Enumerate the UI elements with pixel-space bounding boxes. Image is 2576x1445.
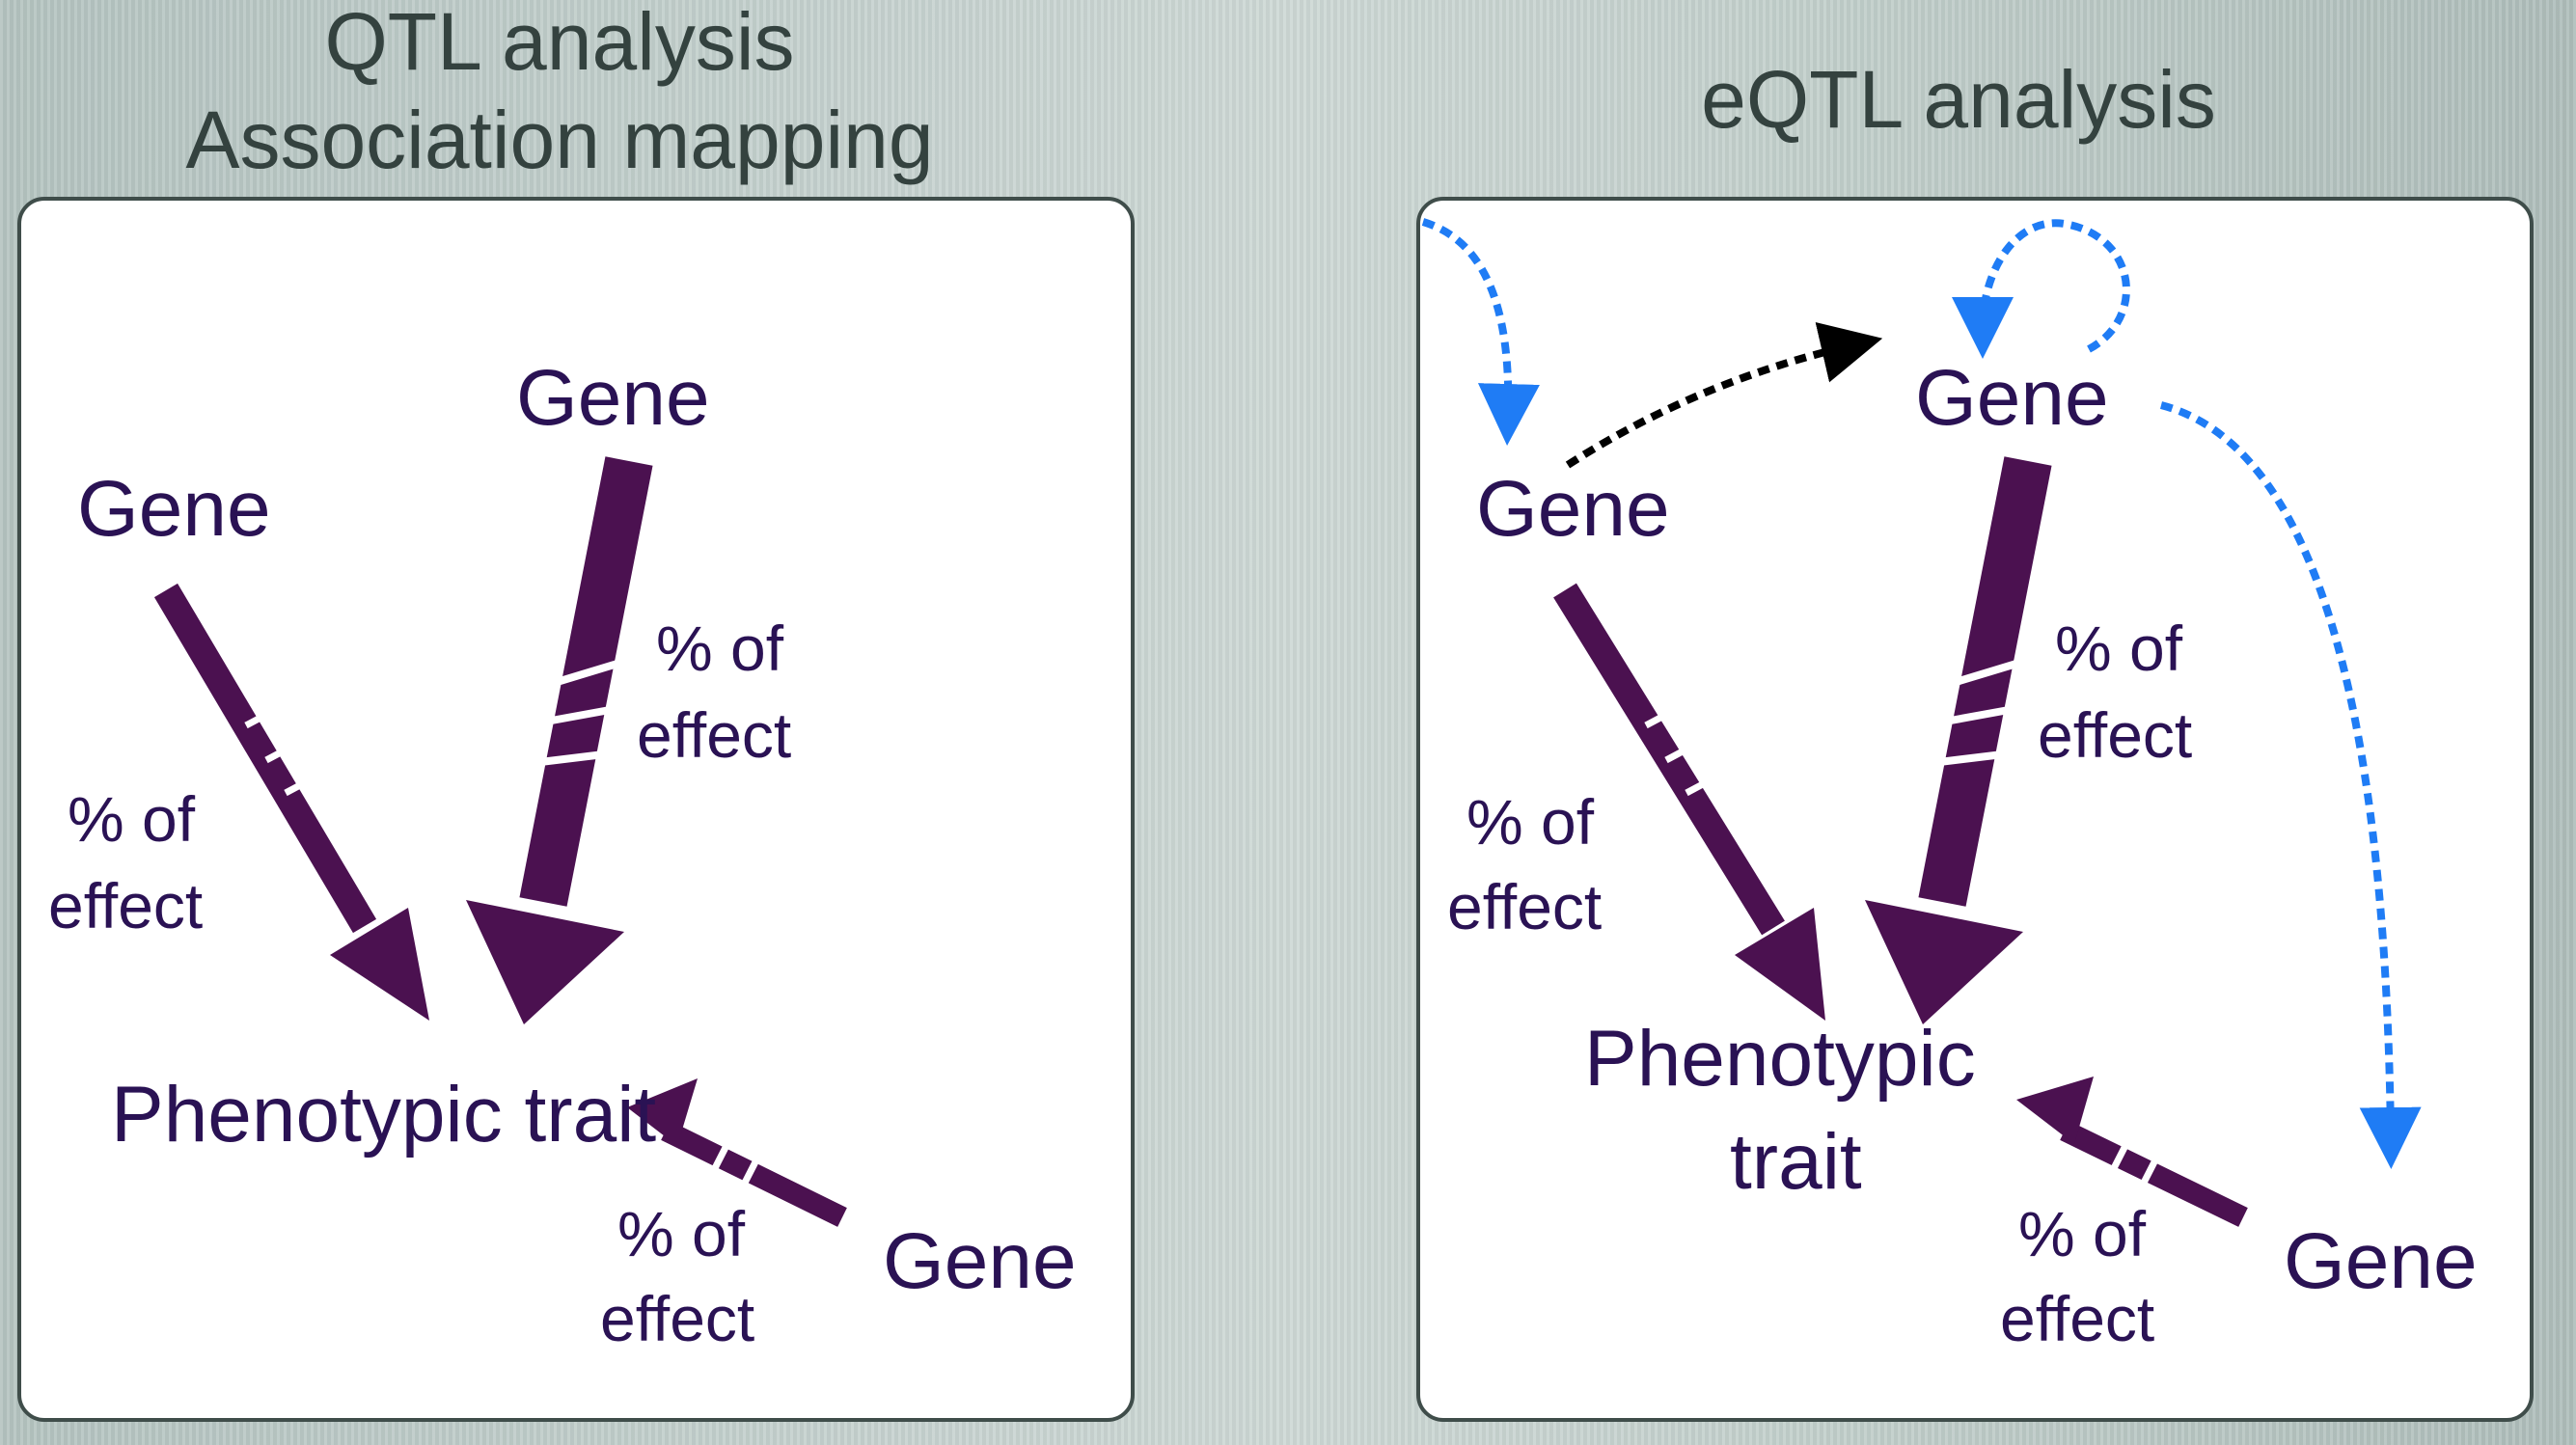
qtl-effect-left-line2: effect: [48, 870, 203, 941]
qtl-phenotypic-trait: Phenotypic trait: [111, 1071, 656, 1159]
self-regulation-loop-arrow: [1952, 219, 2130, 359]
eqtl-arrows: [1421, 218, 2422, 1227]
qtl-gene-bottom: Gene: [883, 1217, 1077, 1305]
eqtl-effect-bottom-line1: % of: [2018, 1198, 2147, 1269]
eqtl-bottom-gene-effect-arrow: [2016, 1077, 2248, 1227]
left-gene-effect-arrow: [153, 583, 429, 1021]
qtl-arrows: [153, 456, 847, 1227]
qtl-heading-line2: Association mapping: [185, 95, 934, 185]
eqtl-gene-bottom: Gene: [2284, 1217, 2478, 1305]
eqtl-heading: eQTL analysis: [1701, 54, 2216, 145]
qtl-labels: Gene Gene Gene Phenotypic trait % of eff…: [48, 354, 1077, 1354]
upstream-regulation-arrow: [1421, 218, 1540, 446]
qtl-heading: QTL analysis Association mapping: [77, 0, 1042, 189]
eqtl-effect-top-line1: % of: [2055, 613, 2183, 684]
bottom-gene-effect-arrow: [627, 1078, 847, 1227]
qtl-effect-top-line2: effect: [637, 699, 791, 771]
eqtl-top-gene-effect-arrow: [1865, 456, 2052, 1024]
qtl-effect-bottom-line2: effect: [600, 1283, 754, 1354]
qtl-effect-bottom-line1: % of: [617, 1198, 746, 1269]
qtl-gene-top: Gene: [516, 354, 710, 442]
qtl-effect-left-line1: % of: [68, 783, 196, 855]
eqtl-effect-top-line2: effect: [2038, 699, 2192, 771]
gene-interaction-arrow: [1565, 322, 1883, 469]
eqtl-trait-line2: trait: [1730, 1118, 1862, 1206]
eqtl-effect-bottom-line2: effect: [2000, 1283, 2154, 1354]
eqtl-effect-left-line1: % of: [1466, 786, 1595, 858]
eqtl-gene-top: Gene: [1915, 354, 2109, 442]
qtl-effect-top-line1: % of: [656, 613, 784, 684]
qtl-gene-left: Gene: [77, 465, 271, 553]
eqtl-gene-left: Gene: [1476, 465, 1670, 553]
top-gene-effect-arrow: [466, 456, 653, 1024]
eqtl-trait-line1: Phenotypic: [1584, 1015, 1976, 1103]
qtl-heading-line1: QTL analysis: [324, 0, 795, 87]
trans-regulation-arrow: [2159, 401, 2422, 1169]
eqtl-labels: Gene Gene Gene Phenotypic trait % of eff…: [1447, 354, 2478, 1354]
eqtl-effect-left-line2: effect: [1447, 871, 1602, 942]
eqtl-left-gene-effect-arrow: [1553, 583, 1825, 1021]
